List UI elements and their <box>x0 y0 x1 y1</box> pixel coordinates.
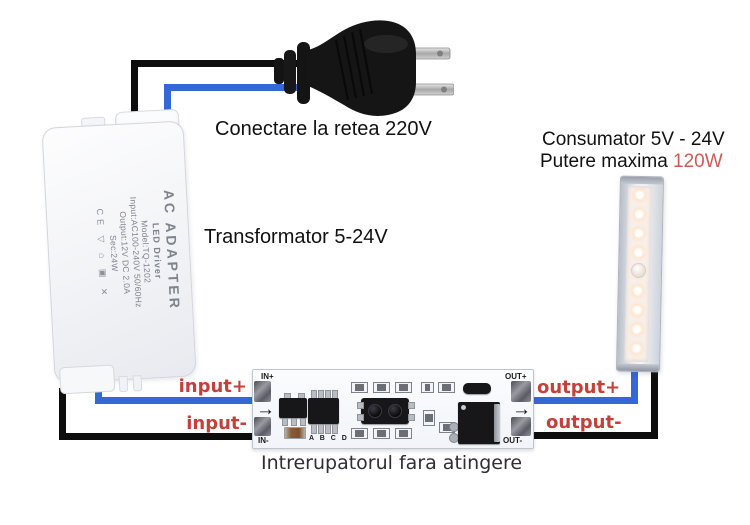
ic-pin <box>318 424 324 434</box>
output-plus-label: output+ <box>537 377 621 398</box>
regulator-pin <box>300 418 306 426</box>
resistor <box>284 427 306 439</box>
wire-mains-blue-horizontal <box>164 84 310 91</box>
smd-component <box>423 410 435 426</box>
adapter-clip <box>118 375 129 393</box>
sensor-pin <box>408 402 415 409</box>
mains-caption: Conectare la retea 220V <box>215 118 432 140</box>
touchless-switch-board: IN+ → IN- A B C D <box>252 369 534 449</box>
wire-output-blue-vertical <box>631 366 638 404</box>
switch-caption: Intrerupatorul fara atingere <box>261 452 523 474</box>
smd-component <box>351 382 368 393</box>
ir-sensor-lens <box>388 404 402 418</box>
wire-input-blue-vertical <box>95 382 102 404</box>
consumer-caption-line1: Consumator 5V - 24V <box>542 129 725 150</box>
control-ic <box>308 398 339 424</box>
wire-input-black-vertical <box>59 388 66 440</box>
input-minus-label: input- <box>186 413 247 434</box>
mosfet-metal-tab <box>494 404 500 442</box>
ac-adapter: AC ADAPTER LED Driver Model:TQ-1202 Inpu… <box>41 108 200 395</box>
consumer-power-value: 120W <box>673 151 723 172</box>
smd-component <box>438 382 455 393</box>
output-minus-label: output- <box>546 412 622 433</box>
input-plus-label: input+ <box>178 376 247 397</box>
board-in-minus-label: IN- <box>258 436 269 445</box>
ic-pin <box>311 424 317 434</box>
arrow-right-icon: → <box>512 399 531 420</box>
wire-output-black-vertical <box>651 366 658 439</box>
power-plug <box>274 20 454 116</box>
diode <box>463 383 491 394</box>
wire-mains-black-horizontal <box>131 60 301 67</box>
led-strip-endcap-top <box>620 176 664 185</box>
board-pins-label: A B C D <box>309 435 349 442</box>
board-out-minus-label: OUT- <box>503 436 523 445</box>
plug-prongs <box>403 47 454 96</box>
regulator-pin <box>291 418 297 426</box>
ic-pin <box>325 424 331 434</box>
adapter-clip <box>132 375 143 392</box>
adapter-output-terminal <box>59 364 116 395</box>
smd-component <box>395 428 412 439</box>
consumer-power-prefix: Putere maxima <box>540 151 674 172</box>
sensor-pin <box>408 414 415 421</box>
wire-mains-black-vertical <box>131 60 138 126</box>
plug-body <box>274 20 416 116</box>
ic-pin <box>332 424 338 434</box>
sensor-pin <box>357 414 364 421</box>
sensor-pin <box>357 402 364 409</box>
out-plus-pad <box>511 381 531 402</box>
wire-output-blue-horizontal <box>530 397 638 404</box>
led-strip <box>615 175 665 373</box>
wire-output-black-horizontal <box>530 432 658 439</box>
smd-component <box>373 428 390 439</box>
smd-component <box>395 382 412 393</box>
ir-sensor-lens <box>368 404 382 418</box>
board-in-plus-label: IN+ <box>261 372 274 381</box>
led-strip-endcap-bottom <box>616 363 660 372</box>
smd-component <box>351 428 368 439</box>
arrow-right-icon: → <box>256 399 275 420</box>
smd-component <box>373 382 390 393</box>
mosfet-marker <box>461 405 466 410</box>
wire-input-blue-horizontal <box>95 397 255 404</box>
board-out-plus-label: OUT+ <box>505 372 527 381</box>
adapter-label: AC ADAPTER LED Driver Model:TQ-1202 Inpu… <box>48 141 185 365</box>
wire-input-black-horizontal <box>59 433 255 440</box>
in-plus-pad <box>254 381 271 402</box>
out-minus-pad <box>511 417 531 436</box>
voltage-regulator <box>279 398 307 418</box>
smd-component <box>421 382 434 393</box>
consumer-caption-line2: Putere maxima 120W <box>540 151 723 173</box>
in-minus-pad <box>254 417 271 436</box>
wire-mains-blue-vertical <box>164 84 171 132</box>
regulator-pin <box>282 418 288 426</box>
transformer-caption: Transformator 5-24V <box>204 226 388 248</box>
